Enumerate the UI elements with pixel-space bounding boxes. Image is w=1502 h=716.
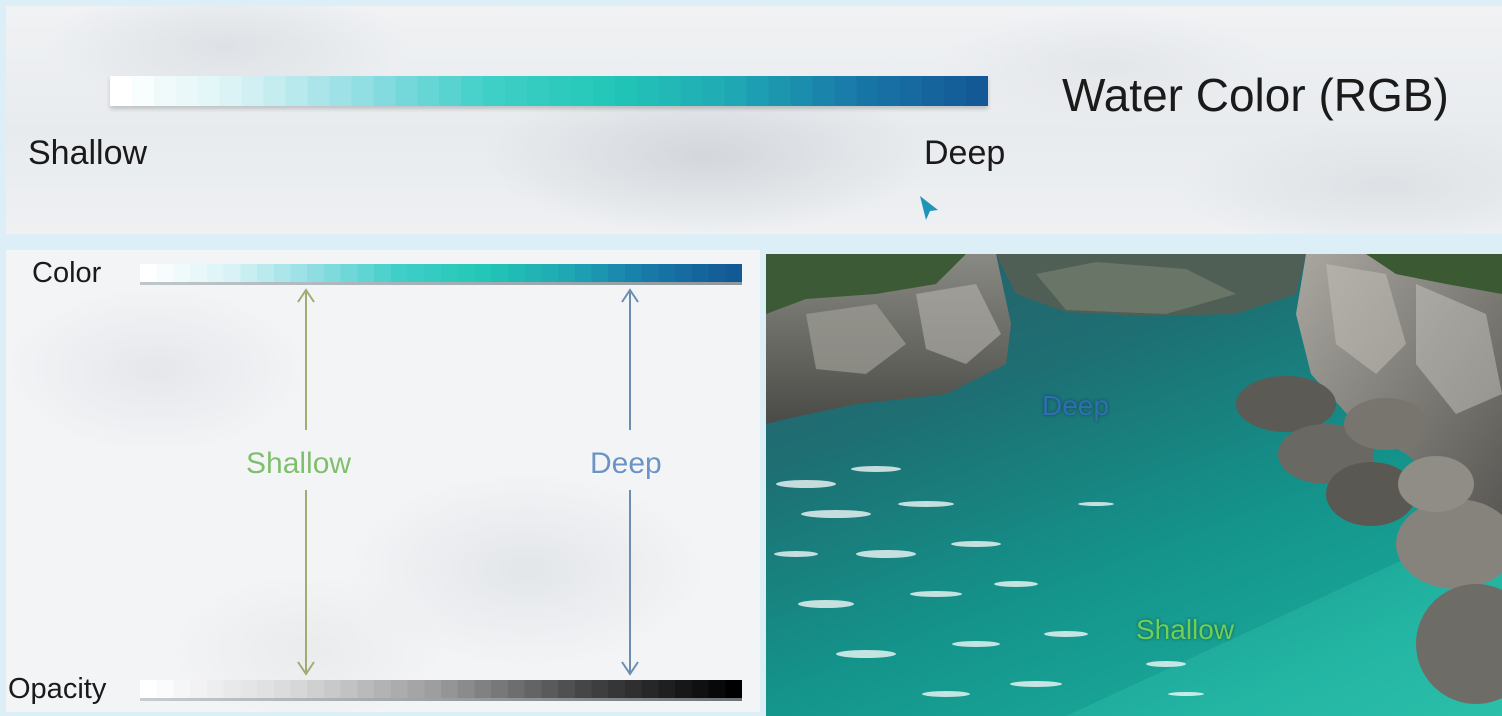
depth-mapping-panel bbox=[6, 250, 760, 712]
deep-arrow-label: Deep bbox=[590, 447, 662, 480]
shallow-arrow-label: Shallow bbox=[246, 447, 352, 480]
color-bar-baseline bbox=[140, 282, 742, 285]
cursor-arrow-icon bbox=[920, 196, 938, 220]
opacity-row-label: Opacity bbox=[8, 673, 107, 705]
color-gradient-bar bbox=[140, 264, 742, 282]
photo-shallow-label: Shallow bbox=[1136, 614, 1235, 645]
deep-end-label: Deep bbox=[924, 134, 1006, 172]
water-color-banner bbox=[6, 6, 1502, 234]
opacity-gradient-bar bbox=[140, 680, 742, 698]
page-title: Water Color (RGB) bbox=[1062, 69, 1449, 121]
color-row-label: Color bbox=[32, 257, 102, 289]
photo-scene-illustration bbox=[766, 254, 1502, 716]
water-render-photo bbox=[766, 254, 1502, 716]
opacity-bar-baseline bbox=[140, 698, 742, 701]
shallow-end-label: Shallow bbox=[28, 134, 148, 172]
water-color-gradient-bar bbox=[110, 76, 988, 106]
double-arrow-icon bbox=[297, 288, 315, 676]
photo-deep-label: Deep bbox=[1042, 390, 1109, 421]
double-arrow-icon bbox=[621, 288, 639, 676]
